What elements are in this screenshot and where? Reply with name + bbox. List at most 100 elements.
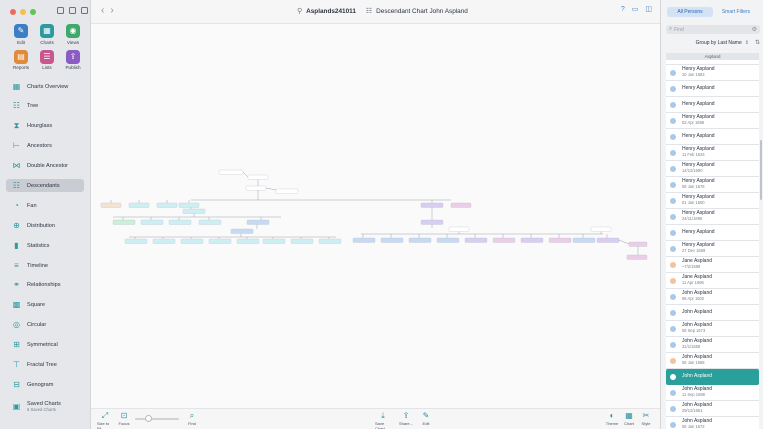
person-node[interactable] (180, 238, 204, 244)
tool-publish[interactable]: ⇪ Publish (60, 49, 86, 70)
sidebar-item-double-ancestor[interactable]: ⋈Double Ancestor (6, 160, 84, 173)
person-node[interactable] (420, 202, 444, 208)
person-node[interactable] (100, 202, 122, 208)
size-to-fit-button[interactable]: ⤢Size to Fit (97, 412, 113, 429)
person-node[interactable] (152, 238, 176, 244)
person-node[interactable] (178, 202, 200, 208)
person-node[interactable] (128, 202, 150, 208)
theme-button[interactable]: ◐Theme (604, 412, 620, 427)
person-node[interactable] (596, 237, 620, 243)
sidebar-item-fractal-tree[interactable]: ⊤Fractal Tree (6, 358, 84, 371)
person-node[interactable] (408, 237, 432, 243)
person-node[interactable] (245, 185, 267, 191)
person-node[interactable] (436, 237, 460, 243)
list-item[interactable]: Henry Aspland (666, 97, 759, 113)
pin-icon[interactable] (69, 7, 76, 14)
person-node[interactable] (247, 174, 269, 180)
list-item[interactable]: Henry Aspland (666, 81, 759, 97)
sidebar-item-symmetrical[interactable]: ⊞Symmetrical (6, 339, 84, 352)
sidebar-item-genogram[interactable]: ⊟Genogram (6, 378, 84, 391)
person-node[interactable] (140, 219, 164, 225)
zoom-slider-handle[interactable] (145, 415, 152, 422)
person-node[interactable] (318, 238, 342, 244)
zoom-window-button[interactable] (30, 9, 36, 15)
sidebar-item-charts-overview[interactable]: ▦Charts Overview (6, 80, 84, 93)
person-node[interactable] (124, 238, 148, 244)
tool-charts[interactable]: ▦ Charts (34, 24, 60, 45)
tab-all-persons[interactable]: All Persons (667, 7, 713, 17)
gear-icon[interactable]: ⚙ (751, 27, 757, 33)
person-node[interactable] (275, 188, 299, 194)
focus-button[interactable]: ⊡Focus (116, 412, 132, 427)
person-node[interactable] (492, 237, 516, 243)
person-node[interactable] (626, 254, 648, 260)
person-node[interactable] (572, 237, 596, 243)
tool-reports[interactable]: ▤ Reports (8, 49, 34, 70)
sidebar-item-relationships[interactable]: ⚭Relationships (6, 279, 84, 292)
person-node[interactable] (182, 208, 206, 214)
person-node[interactable] (590, 226, 612, 232)
sidebar-item-timeline[interactable]: ≡Timeline (6, 259, 84, 272)
sidebar-item-ancestors[interactable]: ⊢Ancestors (6, 140, 84, 153)
person-node[interactable] (548, 237, 572, 243)
close-window-button[interactable] (10, 9, 16, 15)
tab-smart-filters[interactable]: Smart Filters (721, 9, 751, 15)
help-icon[interactable]: ? (620, 6, 625, 13)
sidebar-item-square[interactable]: ▩Square (6, 299, 84, 312)
list-item[interactable]: Henry Aspland (666, 129, 759, 145)
sort-icon[interactable]: ⇅ (754, 40, 760, 46)
person-node[interactable] (236, 238, 260, 244)
list-item[interactable]: Jane Aspland~7/2/1698 (666, 257, 759, 273)
person-node[interactable] (218, 169, 244, 175)
person-node[interactable] (246, 219, 270, 225)
share-button[interactable]: ⇪Share... (398, 412, 414, 427)
person-node[interactable] (262, 238, 286, 244)
person-node[interactable] (464, 237, 488, 243)
find-button[interactable]: ⌕Find (184, 412, 200, 427)
person-node[interactable] (352, 237, 376, 243)
sidebar-toggle-icon[interactable] (81, 7, 88, 14)
chart-button[interactable]: ▦Chart (621, 412, 637, 427)
sidebar-item-hourglass[interactable]: ⧗Hourglass (6, 120, 84, 133)
tool-lists[interactable]: ☰ Lists (34, 49, 60, 70)
minimize-window-button[interactable] (20, 9, 26, 15)
person-node[interactable] (156, 202, 178, 208)
person-node[interactable] (520, 237, 544, 243)
sidebar-item-fan[interactable]: ◔Fan (6, 199, 84, 212)
group-by-selector[interactable]: Group by Last Name ⇕ ⇅ (666, 38, 760, 47)
list-scrollbar[interactable] (760, 140, 762, 200)
list-item[interactable]: John Aspland (666, 305, 759, 321)
style-button[interactable]: ✂Style (638, 412, 654, 427)
sidebar-item-statistics[interactable]: ▮Statistics (6, 239, 84, 252)
chart-canvas[interactable] (91, 24, 660, 408)
forward-icon[interactable]: › (110, 5, 114, 16)
tool-views[interactable]: ◉ Views (60, 24, 86, 45)
person-node[interactable] (198, 219, 222, 225)
sidebar-item-tree[interactable]: ☷Tree (6, 100, 84, 113)
zoom-slider-track[interactable] (135, 418, 179, 420)
person-node[interactable] (112, 219, 136, 225)
edit-chart-button[interactable]: ✎Edit (418, 412, 434, 427)
person-node[interactable] (380, 237, 404, 243)
list-item[interactable]: John Aspland (666, 369, 759, 385)
person-node[interactable] (168, 219, 192, 225)
list-item[interactable]: Henry Aspland (666, 225, 759, 241)
person-node[interactable] (230, 228, 254, 234)
person-node[interactable] (208, 238, 232, 244)
save-chart-button[interactable]: ⤓Save Chart... (375, 412, 391, 429)
